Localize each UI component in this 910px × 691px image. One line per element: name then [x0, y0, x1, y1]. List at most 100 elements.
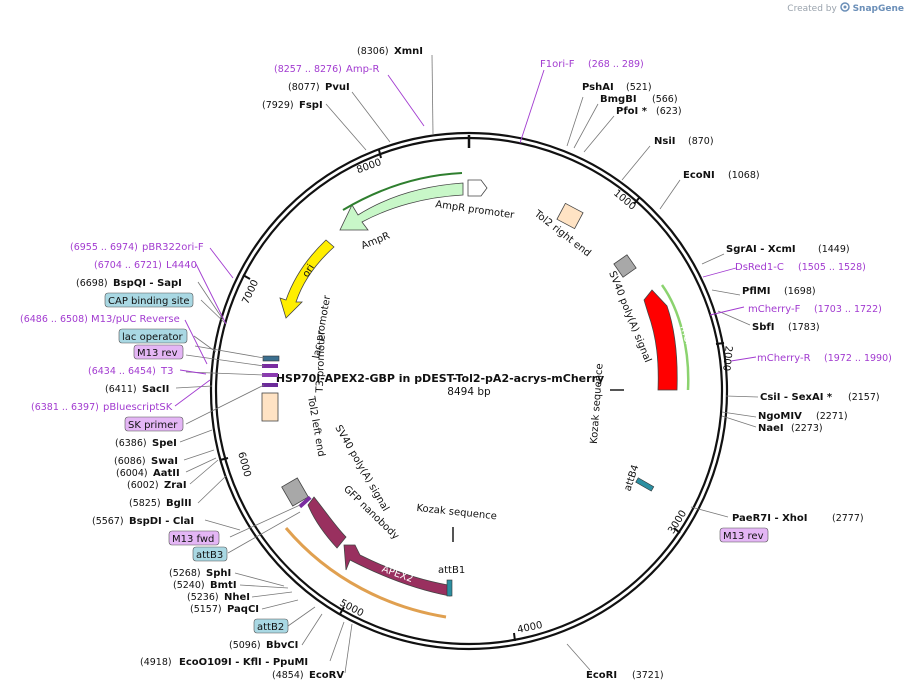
ampr-orf-arc — [342, 172, 463, 211]
attb1-feature — [446, 579, 453, 597]
apex2-orf-arc — [284, 527, 447, 619]
boxed-label-m13-rev-left: M13 rev — [133, 344, 184, 360]
attb3-feature — [298, 495, 312, 509]
sv40-left-feature — [281, 477, 309, 507]
boxed-label-attb3: attB3 — [192, 546, 228, 562]
primer-labels: (8257 .. 8276)Amp-R F1ori-F(268 .. 289) … — [20, 59, 892, 413]
svg-text:BmgBI: BmgBI — [600, 94, 637, 105]
svg-text:(2777): (2777) — [832, 513, 864, 524]
ampr-label: AmpR — [360, 231, 392, 252]
svg-text:pBR322ori-F: pBR322ori-F — [142, 242, 204, 253]
credit-prefix: Created by — [787, 4, 837, 14]
svg-text:DsRed1-C: DsRed1-C — [735, 262, 784, 273]
svg-text:BmtI: BmtI — [210, 580, 237, 591]
svg-text:EcoRV: EcoRV — [309, 670, 344, 681]
svg-text:(5268): (5268) — [169, 568, 201, 579]
svg-text:(5157): (5157) — [190, 604, 222, 615]
svg-text:(8257 .. 8276): (8257 .. 8276) — [274, 64, 342, 75]
svg-text:SgrAI - XcmI: SgrAI - XcmI — [726, 244, 796, 255]
svg-text:7000: 7000 — [240, 278, 261, 306]
snapgene-logo-icon — [839, 2, 850, 12]
svg-text:mCherry-R: mCherry-R — [757, 353, 811, 364]
svg-text:L4440: L4440 — [166, 260, 197, 271]
svg-text:NsiI: NsiI — [654, 136, 675, 147]
svg-text:(623): (623) — [656, 106, 682, 117]
svg-text:(8077): (8077) — [288, 82, 320, 93]
tick-2000: 2000 — [715, 342, 734, 372]
svg-text:(6086): (6086) — [114, 456, 146, 467]
svg-text:(5825): (5825) — [129, 498, 161, 509]
svg-text:(1703 .. 1722): (1703 .. 1722) — [814, 304, 882, 315]
svg-text:ZraI: ZraI — [164, 480, 187, 491]
svg-text:PaqCI: PaqCI — [227, 604, 259, 615]
sv40-right-feature — [613, 254, 637, 278]
svg-text:(1972 .. 1990): (1972 .. 1990) — [824, 353, 892, 364]
svg-text:lac operator: lac operator — [122, 332, 183, 343]
m13-rev-feature — [262, 364, 278, 368]
svg-text:(870): (870) — [688, 136, 714, 147]
svg-text:BglII: BglII — [166, 498, 192, 509]
svg-text:(3721): (3721) — [632, 670, 664, 681]
svg-text:BspDI - ClaI: BspDI - ClaI — [129, 516, 194, 527]
svg-text:mCherry-F: mCherry-F — [748, 304, 801, 315]
svg-text:(4854): (4854) — [272, 670, 304, 681]
svg-text:6000: 6000 — [235, 451, 252, 478]
svg-text:(5096): (5096) — [229, 640, 261, 651]
svg-text:PaeR7I - XhoI: PaeR7I - XhoI — [732, 513, 808, 524]
svg-text:NaeI: NaeI — [758, 423, 784, 434]
apex2-label: APEX2 — [380, 564, 414, 585]
svg-text:(6955 .. 6974): (6955 .. 6974) — [70, 242, 138, 253]
attb4-feature — [635, 477, 655, 492]
credit: Created by SnapGene — [787, 2, 904, 14]
primer-leader-lines — [174, 69, 757, 407]
svg-text:CsiI - SexAI *: CsiI - SexAI * — [760, 392, 833, 403]
svg-text:(1068): (1068) — [728, 170, 760, 181]
tol2-left-label: Tol2 left end — [305, 395, 327, 458]
boxed-label-attb2: attB2 — [253, 618, 289, 634]
svg-text:(6004): (6004) — [116, 468, 148, 479]
credit-brand: SnapGene — [852, 4, 904, 14]
svg-text:(5240): (5240) — [173, 580, 205, 591]
boxed-label-m13-rev-right: M13 rev — [719, 527, 769, 543]
svg-text:(6486 .. 6508): (6486 .. 6508) — [20, 314, 88, 325]
svg-text:PshAI: PshAI — [582, 82, 614, 93]
svg-text:SwaI: SwaI — [151, 456, 178, 467]
svg-text:(2157): (2157) — [848, 392, 880, 403]
svg-text:Amp-R: Amp-R — [346, 64, 380, 75]
plasmid-backbone — [209, 131, 729, 651]
tol2-right-feature — [556, 202, 584, 230]
leader-lines-left — [175, 54, 434, 674]
svg-text:(1505 .. 1528): (1505 .. 1528) — [798, 262, 866, 273]
svg-text:(6434 .. 6454): (6434 .. 6454) — [88, 366, 156, 377]
svg-text:SacII: SacII — [142, 384, 169, 395]
svg-text:(6411): (6411) — [105, 384, 137, 395]
tick-4000: 4000 — [513, 620, 544, 642]
svg-text:AatII: AatII — [153, 468, 180, 479]
svg-text:8000: 8000 — [355, 157, 383, 176]
svg-text:(6386): (6386) — [115, 438, 147, 449]
svg-text:(2271): (2271) — [816, 411, 848, 422]
svg-text:M13 fwd: M13 fwd — [172, 534, 214, 545]
svg-text:BbvCI: BbvCI — [266, 640, 298, 651]
svg-text:T3: T3 — [160, 366, 173, 377]
svg-text:(1449): (1449) — [818, 244, 850, 255]
svg-text:SbfI: SbfI — [752, 322, 774, 333]
svg-text:M13 rev: M13 rev — [723, 531, 764, 542]
svg-text:NheI: NheI — [224, 592, 250, 603]
plasmid-length: 8494 bp — [447, 386, 491, 398]
svg-text:FspI: FspI — [299, 100, 323, 111]
svg-text:F1ori-F: F1ori-F — [540, 59, 575, 70]
svg-text:EcoO109I - KflI - PpuMI: EcoO109I - KflI - PpuMI — [179, 657, 308, 668]
sk-feature — [262, 383, 278, 387]
svg-text:(7929): (7929) — [262, 100, 294, 111]
svg-text:PvuI: PvuI — [325, 82, 350, 93]
svg-text:(268 .. 289): (268 .. 289) — [588, 59, 644, 70]
enzyme-labels-left: (8306)XmnI (8077)PvuI (7929)FspI (6698)B… — [76, 46, 423, 681]
svg-text:EcoNI: EcoNI — [683, 170, 715, 181]
boxed-label-cap: CAP binding site — [104, 292, 194, 308]
boxed-label-lac-operator: lac operator — [118, 328, 188, 344]
svg-text:(6002): (6002) — [127, 480, 159, 491]
mcherry-label: mCherry — [677, 324, 701, 369]
svg-text:SK primer: SK primer — [128, 420, 178, 431]
